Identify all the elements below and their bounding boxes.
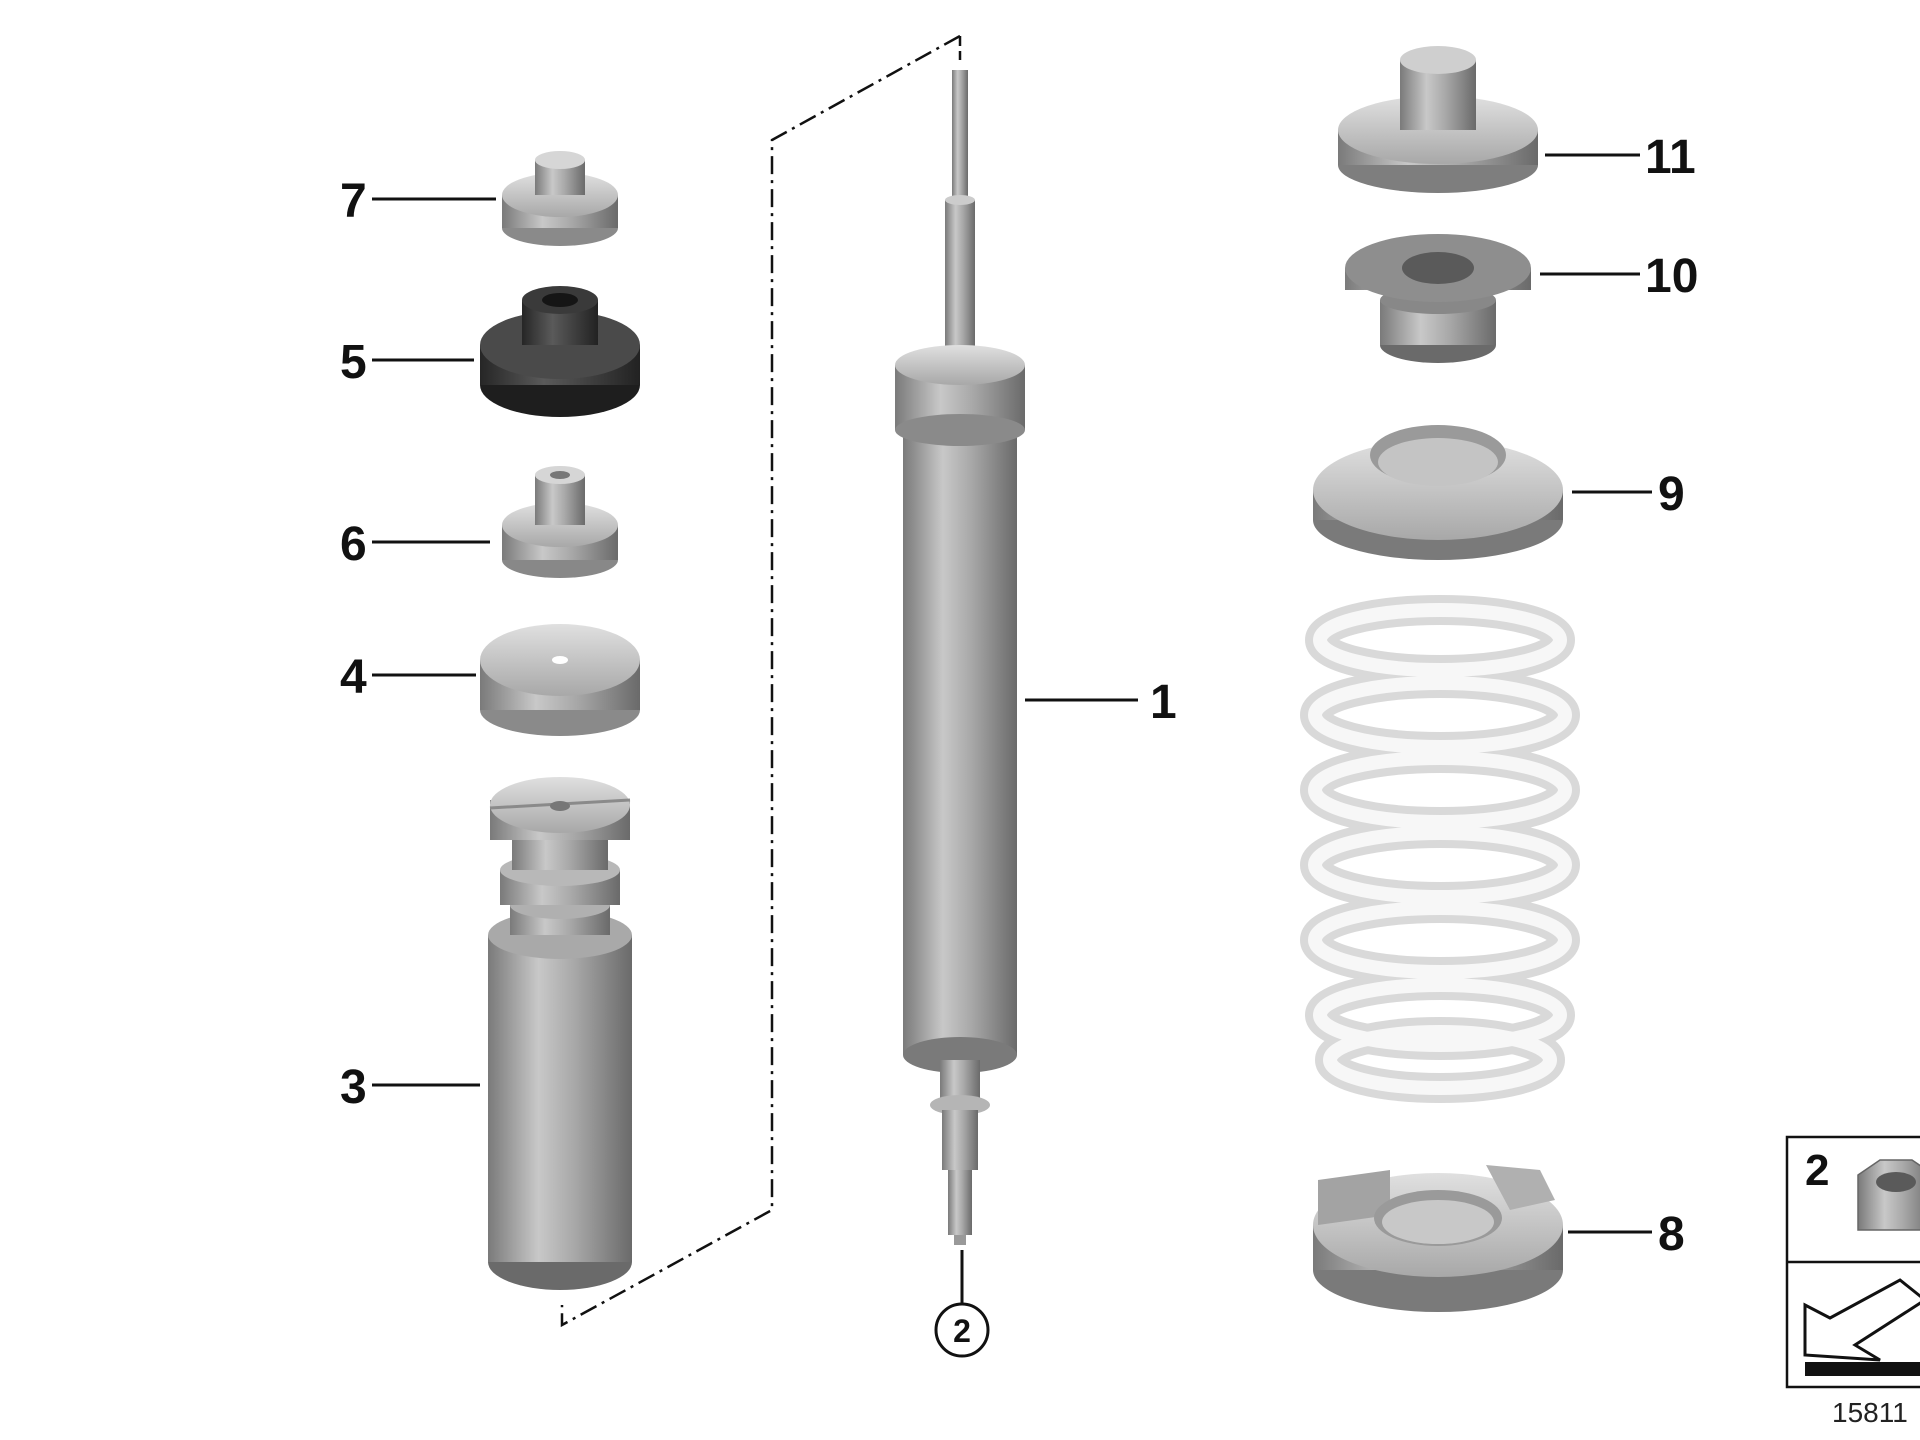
diagram-number: 15811	[1832, 1397, 1908, 1428]
callout-7: 7	[340, 175, 367, 228]
callout-9: 9	[1658, 468, 1685, 521]
coil-spring-highlight	[1308, 603, 1572, 1095]
arrow-symbol-icon	[1803, 1278, 1920, 1376]
reference-circle-label: 2	[953, 1313, 971, 1349]
hex-nut-icon	[1857, 1159, 1920, 1231]
callout-11: 11	[1645, 131, 1696, 184]
callout-3: 3	[340, 1061, 367, 1114]
assembly-bracket-line	[560, 34, 961, 1328]
part-11-upper-spring-pad	[1338, 46, 1538, 193]
part-3-bump-stop	[488, 777, 632, 1290]
part-4-support-cup	[480, 624, 640, 736]
callout-5: 5	[340, 336, 367, 389]
callout-10: 10	[1645, 250, 1698, 303]
part-8-lower-spring-seat	[1313, 1165, 1563, 1312]
callout-6: 6	[340, 518, 367, 571]
callout-4: 4	[340, 651, 367, 704]
part-6-bushing	[502, 466, 618, 578]
callout-8: 8	[1658, 1208, 1685, 1261]
part-10-spring-pad-insert	[1345, 234, 1531, 363]
reference-circle	[934, 1302, 990, 1358]
inset-panel: 2	[1785, 1135, 1920, 1389]
part-9-spring-seat	[1313, 425, 1563, 560]
part-5-rubber-mount	[480, 286, 640, 417]
callout-1: 1	[1150, 676, 1177, 729]
part-1-shock-absorber	[895, 70, 1025, 1245]
inset-part-label: 2	[1805, 1146, 1829, 1195]
part-7-mount-nut	[502, 151, 618, 246]
